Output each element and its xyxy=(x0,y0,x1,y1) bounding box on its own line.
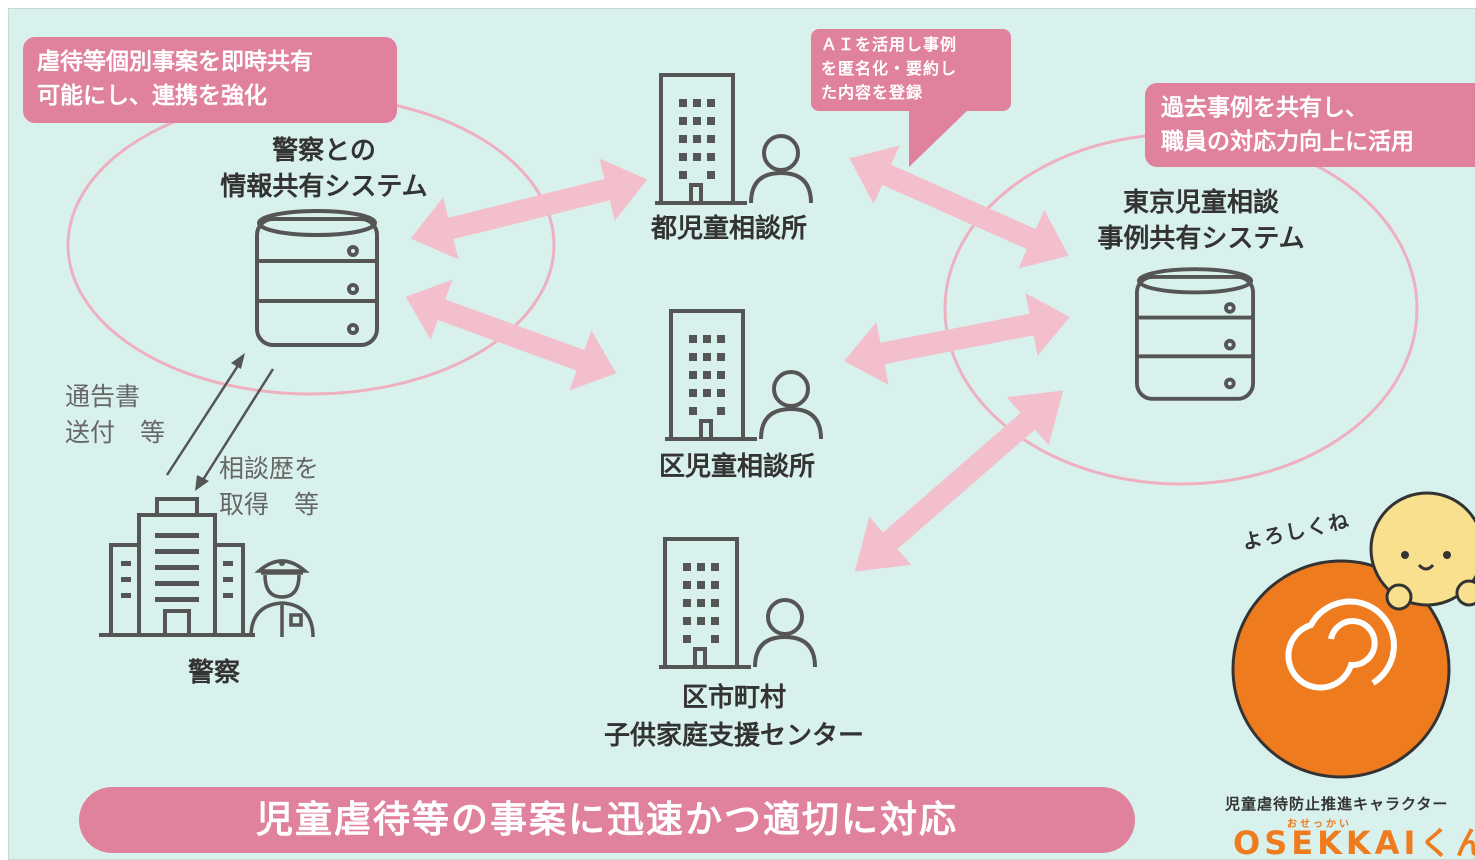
building-person-icon xyxy=(665,309,823,441)
label-tokyo-system: 東京児童相談 事例共有システム xyxy=(1097,188,1305,254)
label-ward-center: 区児童相談所 xyxy=(658,452,815,482)
building-person-icon xyxy=(655,73,813,205)
callout-past-cases: 過去事例を共有し、 職員の対応力向上に活用 xyxy=(1145,83,1475,167)
diagram-canvas: 虐待等個別事案を即時共有 可能にし、連携を強化 ＡＩを活用し事例 を匿名化・要約… xyxy=(8,8,1476,860)
mascot-caption: 児童虐待防止推進キャラクター xyxy=(1225,795,1449,813)
callout-police-sharing: 虐待等個別事案を即時共有 可能にし、連携を強化 xyxy=(23,37,397,123)
label-police-system: 警察との 情報共有システム xyxy=(220,136,428,202)
database-icon xyxy=(1135,267,1255,401)
label-municipal-center: 区市町村 子供家庭支援センター xyxy=(603,683,864,751)
label-police: 警察 xyxy=(187,658,240,688)
arrows-layer xyxy=(165,128,1085,596)
police-station-icon xyxy=(99,497,255,637)
callout-ai: ＡＩを活用し事例 を匿名化・要約し た内容を登録 xyxy=(811,29,1011,111)
mascot-ruby: おせっかい xyxy=(1287,819,1352,830)
label-history-get: 相談歴を 取得 等 xyxy=(219,454,320,519)
label-report-send: 通告書 送付 等 xyxy=(65,382,166,447)
database-icon xyxy=(255,209,379,347)
mascot-illustration xyxy=(1231,491,1475,779)
label-metro-center: 都児童相談所 xyxy=(650,214,807,244)
police-officer-icon xyxy=(249,559,315,638)
bottom-banner: 児童虐待等の事案に迅速かつ適切に対応 xyxy=(79,787,1135,853)
callout-ai-tail xyxy=(909,109,969,167)
mascot-name: OSEKKAIくん xyxy=(1233,824,1476,860)
building-person-icon xyxy=(659,537,817,669)
